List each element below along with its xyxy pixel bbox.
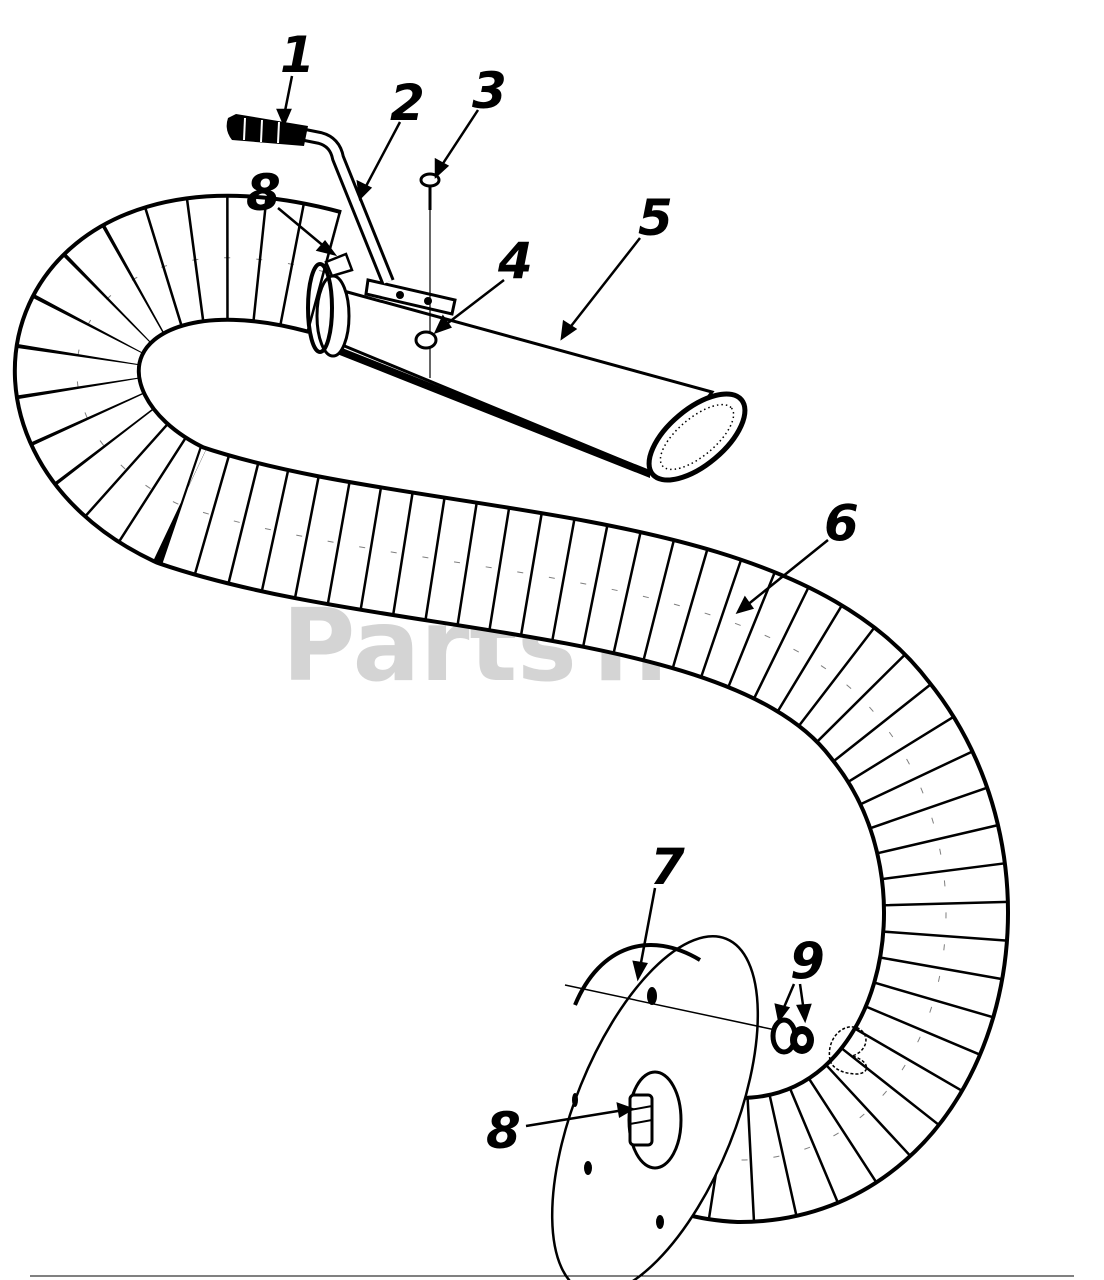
hose-body bbox=[16, 197, 1006, 1221]
leader-2 bbox=[362, 121, 402, 191]
leader-6 bbox=[745, 539, 829, 607]
callout-3: 3 bbox=[472, 62, 507, 120]
plate-hole-top bbox=[647, 987, 657, 1005]
leader-8-upper bbox=[277, 207, 327, 249]
mounting-plate bbox=[550, 935, 786, 1280]
leader-5 bbox=[567, 237, 641, 331]
callout-1: 1 bbox=[280, 26, 315, 84]
leader-4 bbox=[443, 279, 505, 327]
callout-7: 7 bbox=[650, 838, 685, 896]
leader-7 bbox=[638, 887, 657, 969]
hose-assembly bbox=[12, 193, 1010, 1225]
nozzle-tube bbox=[306, 252, 748, 483]
plate-rim bbox=[573, 943, 702, 1006]
callout-5: 5 bbox=[638, 189, 673, 247]
leader-8-lower bbox=[525, 1108, 625, 1128]
callout-9: 9 bbox=[790, 932, 825, 990]
upper-clamp bbox=[306, 262, 334, 354]
callout-2: 2 bbox=[390, 74, 425, 132]
callout-8-lower: 8 bbox=[486, 1102, 521, 1160]
callout-labels: 1 2 3 4 5 6 7 8 8 9 bbox=[246, 26, 859, 1160]
handle-assembly bbox=[226, 114, 457, 378]
plate-hole-bottom bbox=[656, 1215, 664, 1229]
nozzle-underside-shading bbox=[332, 344, 650, 478]
leader-lines bbox=[276, 75, 829, 1128]
callout-8-upper: 8 bbox=[246, 164, 281, 222]
bolt-axis-line bbox=[564, 984, 786, 1033]
nozzle-outlet-inner bbox=[659, 403, 735, 471]
hardware-sketch bbox=[828, 1026, 868, 1075]
bracket-nut bbox=[414, 330, 438, 350]
handle-grip bbox=[226, 114, 308, 146]
plate-hole-lower bbox=[584, 1161, 592, 1175]
nut-and-washer bbox=[770, 1017, 868, 1075]
plate-hole-left bbox=[572, 1093, 578, 1107]
callout-6: 6 bbox=[824, 494, 859, 552]
upper-clamp-screw bbox=[324, 252, 354, 278]
handle-bracket-plate bbox=[364, 278, 457, 316]
leader-3 bbox=[438, 109, 480, 169]
callout-4: 4 bbox=[497, 232, 533, 290]
